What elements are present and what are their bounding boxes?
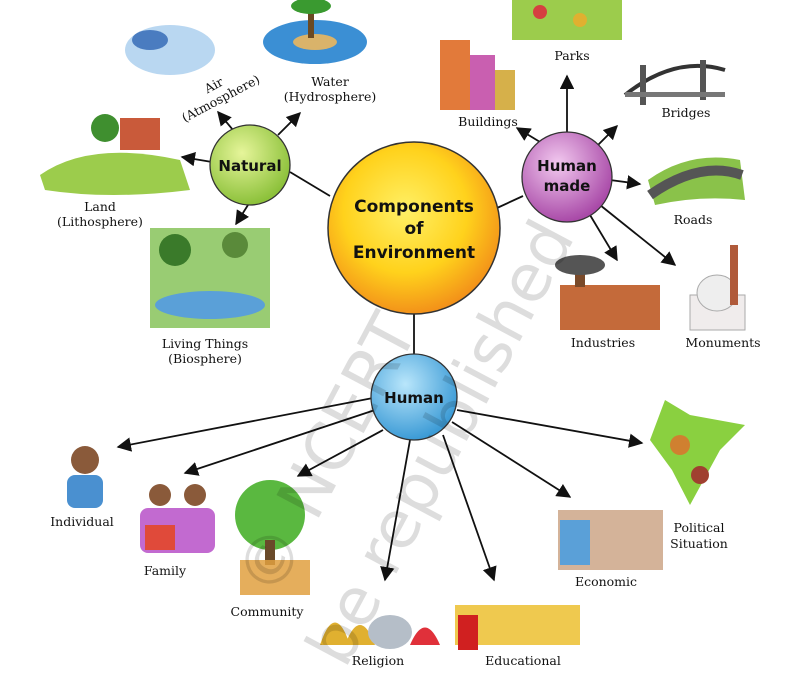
illustrations bbox=[40, 0, 746, 650]
air-illustration bbox=[125, 25, 215, 75]
label-land: Land bbox=[84, 199, 116, 214]
religion-illustration bbox=[320, 615, 440, 649]
label-community: Community bbox=[231, 604, 305, 619]
label-educational: Educational bbox=[485, 653, 561, 668]
natural-node: Natural bbox=[209, 124, 291, 206]
economic-illustration bbox=[558, 510, 663, 570]
label-situation: Situation bbox=[670, 536, 728, 551]
center-title-line2: of bbox=[404, 219, 424, 239]
family-illustration bbox=[140, 484, 215, 553]
educational-illustration bbox=[455, 605, 580, 650]
label-land-sub: (Lithosphere) bbox=[57, 214, 143, 229]
political-illustration bbox=[650, 400, 745, 505]
water-illustration bbox=[263, 0, 367, 64]
label-industries: Industries bbox=[571, 335, 635, 350]
center-title-line3: Environment bbox=[353, 243, 475, 263]
label-water: Water bbox=[311, 74, 349, 89]
buildings-illustration bbox=[440, 40, 515, 110]
parks-illustration bbox=[512, 0, 622, 40]
label-water-sub: (Hydrosphere) bbox=[284, 89, 376, 104]
label-monuments: Monuments bbox=[685, 335, 760, 350]
individual-illustration bbox=[67, 446, 103, 508]
center-title-line1: Components bbox=[354, 197, 474, 217]
human-title: Human bbox=[384, 389, 444, 407]
community-illustration bbox=[235, 480, 310, 595]
label-bridges: Bridges bbox=[662, 105, 711, 120]
label-family: Family bbox=[144, 563, 187, 578]
label-political: Political bbox=[674, 520, 725, 535]
center-node: Components of Environment bbox=[327, 141, 501, 315]
industries-illustration bbox=[555, 255, 660, 330]
human-made-title-line2: made bbox=[544, 177, 591, 195]
label-parks: Parks bbox=[554, 48, 589, 63]
connectors bbox=[116, 74, 677, 582]
human-made-title-line1: Human bbox=[537, 157, 597, 175]
label-individual: Individual bbox=[50, 514, 114, 529]
land-illustration bbox=[40, 114, 190, 195]
label-living-things-sub: (Biosphere) bbox=[168, 351, 242, 366]
label-economic: Economic bbox=[575, 574, 637, 589]
labels: Air (Atmosphere) Water (Hydrosphere) Lan… bbox=[50, 48, 760, 668]
label-religion: Religion bbox=[352, 653, 404, 668]
label-living-things: Living Things bbox=[162, 336, 248, 351]
human-node: Human bbox=[370, 353, 458, 441]
monuments-illustration bbox=[689, 245, 746, 331]
natural-title: Natural bbox=[218, 157, 281, 175]
bridges-illustration bbox=[623, 60, 726, 105]
label-buildings: Buildings bbox=[458, 114, 518, 129]
human-made-node: Human made bbox=[521, 131, 613, 223]
living-things-illustration bbox=[150, 228, 270, 328]
label-roads: Roads bbox=[674, 212, 713, 227]
roads-illustration bbox=[647, 157, 745, 205]
